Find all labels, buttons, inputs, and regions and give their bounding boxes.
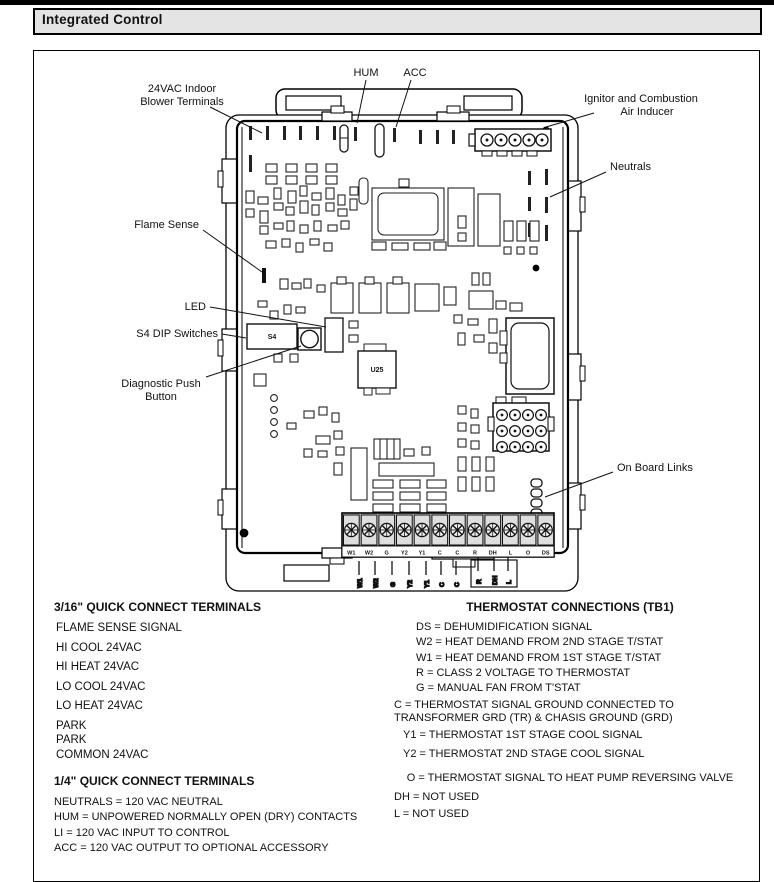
svg-text:W1: W1 xyxy=(357,578,364,588)
diagnostic-push-button xyxy=(297,327,322,351)
twelve-pin-connector xyxy=(487,402,555,453)
thermostat-connections-section: THERMOSTAT CONNECTIONS (TB1) DS = DEHUMI… xyxy=(394,601,746,823)
tb1-title: THERMOSTAT CONNECTIONS (TB1) xyxy=(466,600,674,614)
svg-text:U25: U25 xyxy=(371,367,384,374)
page-top-rule xyxy=(0,0,774,5)
tb1-item: L = NOT USED xyxy=(394,808,469,820)
flame-sense-terminal xyxy=(262,268,266,283)
figure-frame: S4 U25 xyxy=(33,50,760,882)
qc316-item: FLAME SENSE SIGNAL xyxy=(56,622,182,634)
qc14-item: HUM = UNPOWERED NORMALLY OPEN (DRY) CONT… xyxy=(54,811,358,823)
callout-on-board-links: On Board Links xyxy=(617,462,693,474)
svg-text:G: G xyxy=(390,582,397,587)
qc14-item: ACC = 120 VAC OUTPUT TO OPTIONAL ACCESSO… xyxy=(54,842,329,854)
svg-text:C: C xyxy=(454,582,461,587)
s4-dip-switch: S4 xyxy=(246,323,298,350)
acc-terminal xyxy=(374,123,385,158)
u25-chip: U25 xyxy=(357,343,397,396)
qc316-item: PARK xyxy=(56,719,87,732)
control-board-diagram: S4 U25 xyxy=(121,67,698,592)
svg-text:C: C xyxy=(438,551,442,557)
svg-text:Blower Terminals: Blower Terminals xyxy=(140,96,224,108)
tb1-item: W2 = HEAT DEMAND FROM 2ND STAGE T/STAT xyxy=(416,636,664,648)
svg-text:G: G xyxy=(385,551,389,557)
svg-text:Y1: Y1 xyxy=(419,551,426,557)
callout-neutrals: Neutrals xyxy=(610,161,651,173)
qc316-item: LO HEAT 24VAC xyxy=(56,700,143,712)
svg-text:L: L xyxy=(509,551,513,557)
page-title: Integrated Control xyxy=(33,8,762,35)
qc316-title: 3/16" QUICK CONNECT TERMINALS xyxy=(54,600,262,614)
qc316-item: COMMON 24VAC xyxy=(56,748,149,761)
svg-text:Y2: Y2 xyxy=(407,580,414,588)
svg-text:DH: DH xyxy=(489,551,497,557)
relay-right xyxy=(499,317,555,395)
svg-text:Y2: Y2 xyxy=(401,551,408,557)
tb1-item: G = MANUAL FAN FROM T'STAT xyxy=(416,682,581,694)
wire-stubs: W1 W2 G Y2 Y1 C C R DH L xyxy=(356,557,518,589)
pcb-components xyxy=(245,163,540,513)
svg-text:C: C xyxy=(439,582,446,587)
svg-text:W2: W2 xyxy=(365,551,373,557)
qc316-item: LO COOL 24VAC xyxy=(56,680,146,693)
svg-text:W1: W1 xyxy=(347,551,355,557)
callouts: 24VAC Indoor Blower Terminals HUM ACC Ig… xyxy=(121,67,698,498)
svg-text:W2: W2 xyxy=(373,578,380,588)
svg-text:DH: DH xyxy=(492,575,499,585)
qc14-item: LI = 120 VAC INPUT TO CONTROL xyxy=(54,826,230,839)
svg-text:R: R xyxy=(473,551,477,557)
quick-connect-section: 3/16" QUICK CONNECT TERMINALS FLAME SENS… xyxy=(54,601,389,858)
callout-diagnostic: Diagnostic Push xyxy=(121,378,201,390)
callout-blower-terminals: 24VAC Indoor xyxy=(148,83,217,95)
svg-text:R: R xyxy=(476,579,483,584)
led-component xyxy=(324,317,344,353)
tb1-item: Y2 = THERMOSTAT 2ND STAGE COOL SIGNAL xyxy=(403,748,645,760)
qc316-item: HI COOL 24VAC xyxy=(56,641,142,654)
tb1-item: DS = DEHUMIDIFICATION SIGNAL xyxy=(416,621,593,633)
tb1-item: W1 = HEAT DEMAND FROM 1ST STAGE T/STAT xyxy=(416,652,662,664)
svg-text:C: C xyxy=(455,551,459,557)
tb1-item: R = CLASS 2 VOLTAGE TO THERMOSTAT xyxy=(416,667,631,679)
svg-text:DS: DS xyxy=(542,551,550,557)
qc14-title: 1/4" QUICK CONNECT TERMINALS xyxy=(54,773,255,788)
svg-text:Button: Button xyxy=(145,391,177,403)
qc316-item: PARK xyxy=(56,734,87,746)
callout-hum: HUM xyxy=(353,67,378,79)
svg-text:Y1: Y1 xyxy=(424,580,431,588)
svg-text:O: O xyxy=(526,551,531,557)
svg-text:Air Inducer: Air Inducer xyxy=(620,106,674,118)
svg-text:S4: S4 xyxy=(268,334,277,341)
qc14-item: NEUTRALS = 120 VAC NEUTRAL xyxy=(54,795,223,808)
ignitor-connector xyxy=(468,128,552,157)
tb1-item: Y1 = THERMOSTAT 1ST STAGE COOL SIGNAL xyxy=(403,729,643,741)
callout-flame-sense: Flame Sense xyxy=(134,219,199,231)
callout-led: LED xyxy=(185,301,206,313)
tb1-item: C = THERMOSTAT SIGNAL GROUND CONNECTED T… xyxy=(394,699,674,724)
hum-terminal xyxy=(339,124,349,153)
tb1-item: O = THERMOSTAT SIGNAL TO HEAT PUMP REVER… xyxy=(406,772,734,784)
svg-text:L: L xyxy=(506,580,513,584)
callout-acc: ACC xyxy=(403,67,426,79)
top-blower-terminals xyxy=(249,126,455,172)
tb1-item: DH = NOT USED xyxy=(394,791,480,803)
terminal-strip-tb1: W1 W2 G Y2 Y1 C C R DH L O DS xyxy=(341,512,555,558)
qc316-item: HI HEAT 24VAC xyxy=(56,661,140,673)
callout-ignitor: Ignitor and Combustion xyxy=(584,93,698,105)
callout-s4-dip: S4 DIP Switches xyxy=(136,328,218,340)
